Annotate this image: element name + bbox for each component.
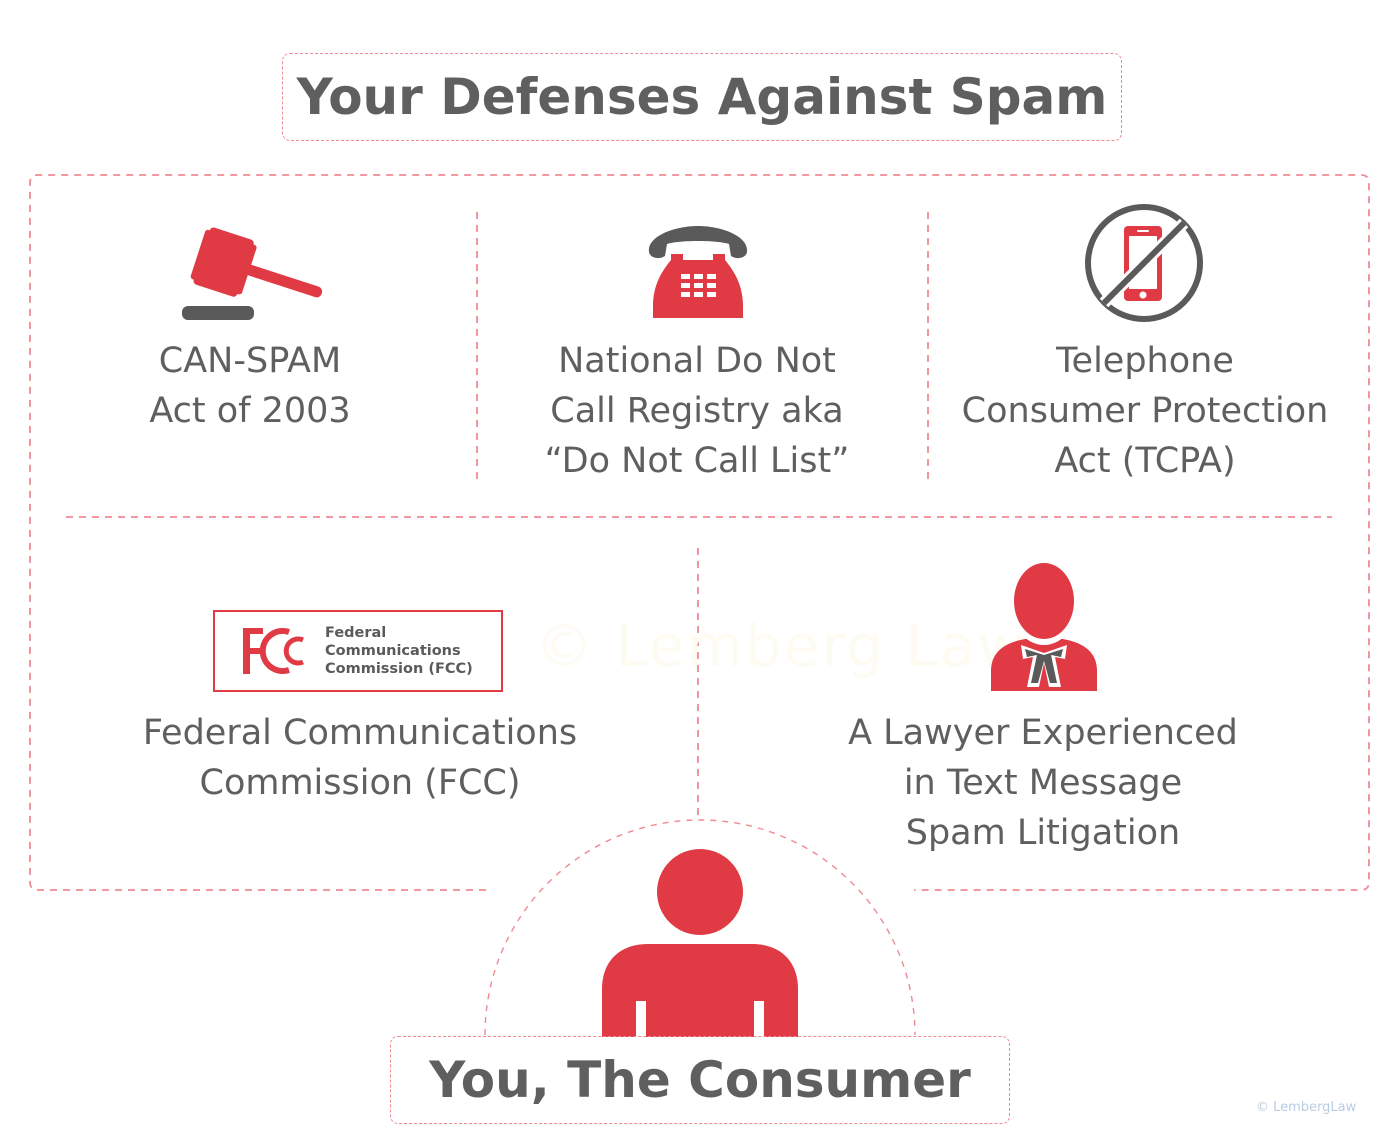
page-title: Your Defenses Against Spam bbox=[296, 68, 1108, 126]
gavel-icon bbox=[182, 227, 323, 320]
no-mobile-phone-icon bbox=[1085, 204, 1203, 322]
tcpa-label: Telephone Consumer Protection Act (TCPA) bbox=[961, 341, 1329, 481]
copyright-notice: © LembergLaw bbox=[1256, 1100, 1357, 1115]
consumer-box: You, The Consumer bbox=[390, 1036, 1010, 1124]
person-icon bbox=[602, 849, 798, 1037]
title-box: Your Defenses Against Spam bbox=[282, 53, 1122, 141]
consumer-label: You, The Consumer bbox=[429, 1051, 971, 1109]
fcc-label: Federal Communications Commission (FCC) bbox=[142, 713, 578, 803]
lawyer-icon bbox=[991, 563, 1097, 691]
fcc-logo-text: Federal Communications Commission (FCC) bbox=[325, 625, 473, 677]
fcc-mark-icon bbox=[243, 628, 304, 674]
watermark: © Lemberg Law bbox=[535, 612, 1027, 680]
do-not-call-label: National Do Not Call Registry aka “Do No… bbox=[544, 341, 850, 481]
rotary-telephone-icon bbox=[648, 226, 748, 318]
lawyer-label: A Lawyer Experienced in Text Message Spa… bbox=[848, 713, 1238, 853]
fcc-logo: Federal Communications Commission (FCC) bbox=[213, 610, 503, 692]
can-spam-label: CAN-SPAM Act of 2003 bbox=[149, 341, 351, 431]
